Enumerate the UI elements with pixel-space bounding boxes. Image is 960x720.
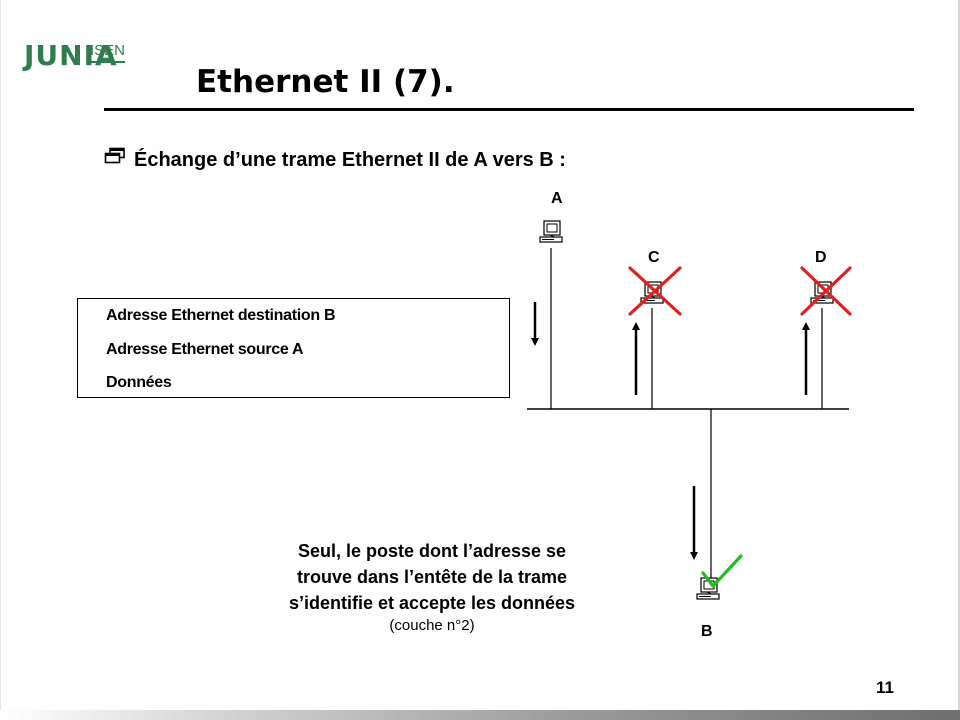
red-cross-icon-c bbox=[628, 266, 682, 316]
note-line-1: Seul, le poste dont l’adresse se bbox=[297, 541, 567, 561]
bottom-gradient-bar bbox=[0, 710, 960, 720]
node-label-b: B bbox=[701, 623, 713, 640]
node-label-a: A bbox=[551, 190, 563, 207]
explanation-note: Seul, le poste dont l’adresse se trouve … bbox=[230, 538, 634, 636]
frame-row-data: Données bbox=[106, 374, 172, 391]
ethernet-frame-box: Adresse Ethernet destination B Adresse E… bbox=[77, 298, 510, 398]
computer-icon-a bbox=[539, 220, 563, 243]
page-number: 11 bbox=[876, 678, 894, 697]
slide-frame-left bbox=[0, 0, 1, 720]
logo-brand: JUNIA bbox=[24, 39, 118, 72]
note-line-2: trouve dans l’entête de la trame bbox=[296, 567, 568, 587]
frame-row-destination: Adresse Ethernet destination B bbox=[106, 307, 336, 324]
red-cross-icon-d bbox=[800, 266, 852, 316]
title-underline bbox=[104, 108, 914, 111]
bullet-text: Échange d’une trame Ethernet II de A ver… bbox=[134, 149, 566, 171]
node-label-c: C bbox=[648, 249, 660, 266]
slide-frame-right bbox=[958, 0, 960, 720]
frame-row-source: Adresse Ethernet source A bbox=[106, 341, 304, 358]
slide-title: Ethernet II (7). bbox=[196, 64, 455, 100]
window-icon bbox=[104, 147, 125, 164]
green-check-icon bbox=[701, 554, 743, 588]
note-sub: (couche n°2) bbox=[389, 617, 475, 634]
node-label-d: D bbox=[815, 249, 827, 266]
logo-sub: ISEN bbox=[90, 42, 126, 63]
note-line-3: s’identifie et accepte les données bbox=[288, 593, 576, 613]
